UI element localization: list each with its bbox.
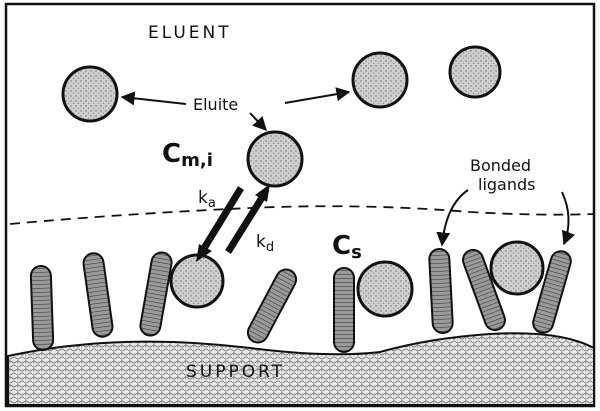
- eluite-particle-bound-3: [491, 242, 543, 294]
- eluite-particle-bound-1: [171, 255, 223, 307]
- cs-subscript: s: [351, 242, 362, 263]
- eluite-label: Eluite: [193, 95, 238, 114]
- kd-base: k: [256, 232, 266, 252]
- cs-base: C: [332, 231, 351, 261]
- ligand-6: [429, 249, 453, 334]
- eluite-particle-2: [353, 53, 407, 107]
- eluite-particle-mobile: [248, 132, 302, 186]
- cmi-subscript: m,i: [181, 150, 213, 171]
- ka-subscript: a: [208, 196, 216, 211]
- eluite-particle-1: [63, 67, 117, 121]
- ligands-label: ligands: [478, 175, 535, 194]
- cmi-base: C: [162, 139, 181, 169]
- ligand-1: [31, 266, 54, 351]
- kd-subscript: d: [266, 240, 274, 255]
- ka-base: k: [198, 188, 208, 208]
- eluite-particle-bound-2: [358, 262, 412, 316]
- eluent-label: ELUENT: [148, 23, 232, 43]
- eluite-particle-3: [450, 47, 500, 97]
- ligand-5: [334, 268, 354, 352]
- support-label: SUPPORT: [186, 362, 285, 382]
- bonded-label: Bonded: [470, 156, 531, 175]
